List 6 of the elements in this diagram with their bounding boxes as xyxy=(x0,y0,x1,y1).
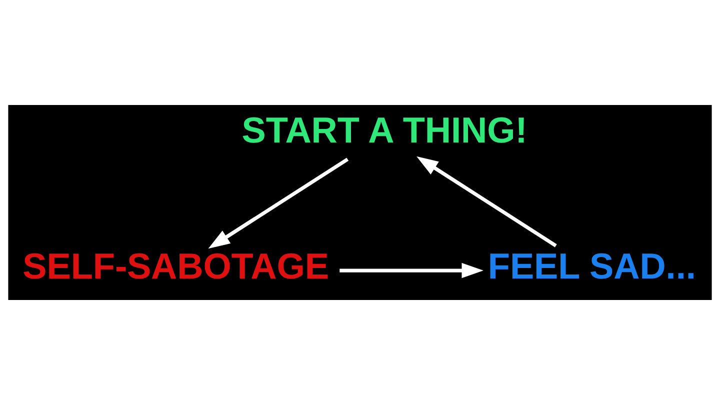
node-text: FEEL SAD... xyxy=(488,244,696,286)
arrow xyxy=(340,262,484,278)
arrow xyxy=(416,156,557,247)
node-text: SELF-SABOTAGE xyxy=(22,244,329,286)
node-text: START A THING! xyxy=(242,108,528,150)
arrow xyxy=(208,157,349,248)
